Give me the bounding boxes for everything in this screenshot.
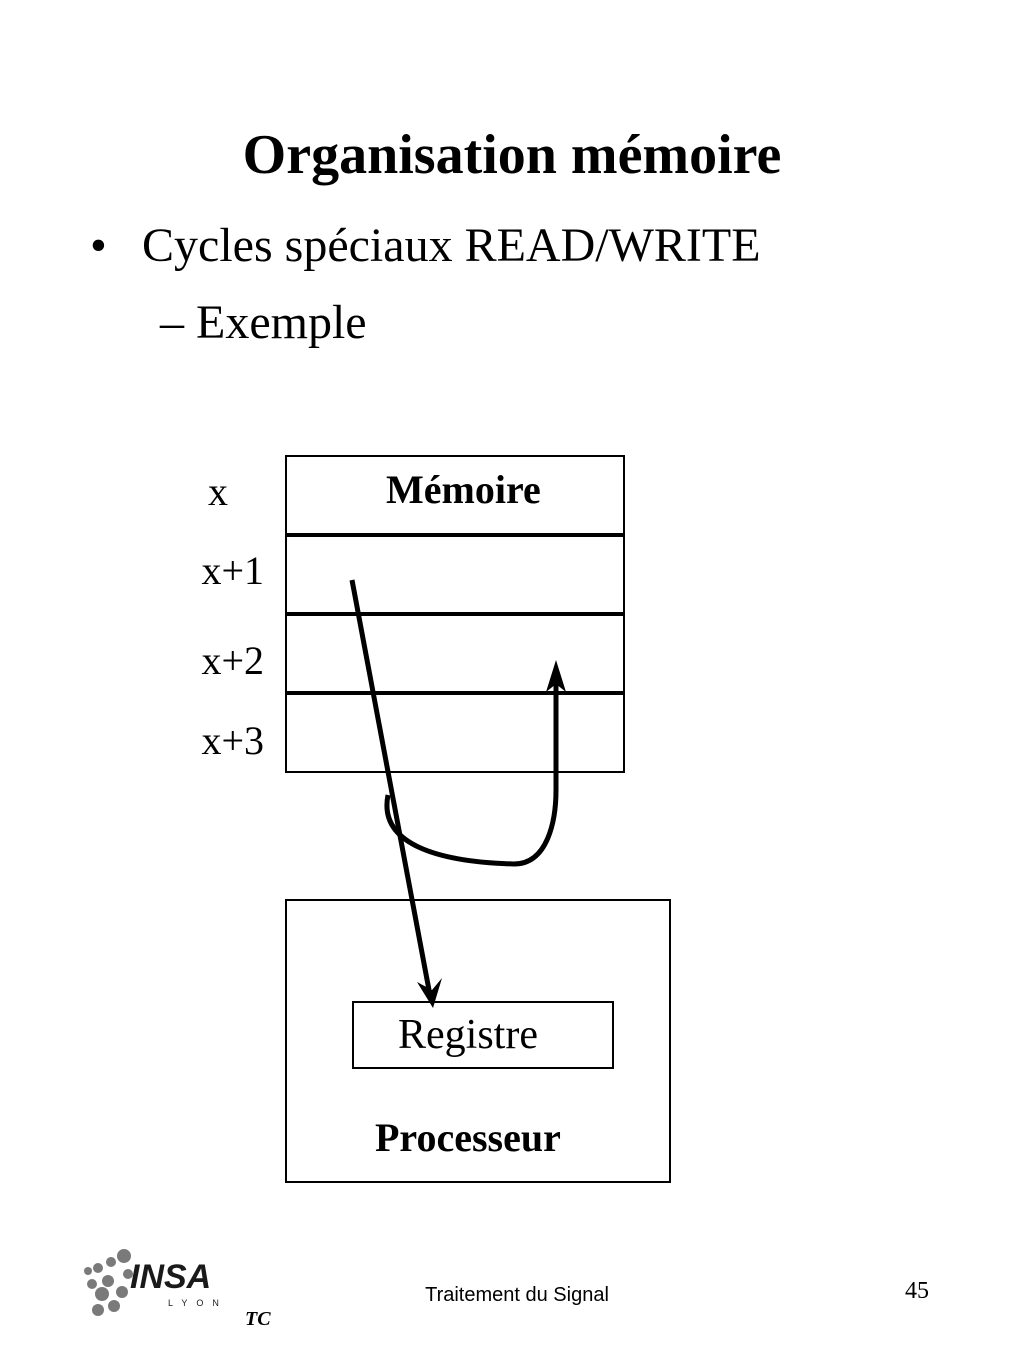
- sub-bullet-item: – Exemple: [160, 296, 367, 349]
- write-arrow-curve: [384, 682, 559, 867]
- read-arrowhead: [417, 978, 442, 1008]
- register-label: Registre: [398, 1012, 538, 1058]
- address-x2: x+2: [201, 638, 264, 683]
- department-label: TC: [245, 1308, 271, 1330]
- bullet-text: Cycles spéciaux READ/WRITE: [142, 219, 761, 272]
- bullet-item: • Cycles spéciaux READ/WRITE: [90, 218, 761, 274]
- bullet-mark: •: [90, 219, 107, 272]
- register-box: [352, 1001, 614, 1069]
- footer-title: Traitement du Signal: [425, 1284, 609, 1306]
- memory-label: Mémoire: [386, 467, 541, 512]
- page-number: 45: [905, 1278, 929, 1304]
- insa-logo-text: INSA: [130, 1258, 211, 1296]
- address-x1: x+1: [201, 548, 264, 593]
- memory-cell-x3: [285, 693, 625, 773]
- processor-box: [285, 899, 671, 1183]
- insa-logo: INSA LYON: [78, 1248, 238, 1320]
- insa-logo-subtext: LYON: [168, 1298, 228, 1308]
- memory-cell-x: [285, 455, 625, 535]
- write-arrowhead: [546, 660, 566, 692]
- memory-cell-x1: [285, 535, 625, 614]
- slide-title: Organisation mémoire: [242, 124, 782, 186]
- read-arrow-line: [349, 579, 432, 991]
- insa-logo-graphic: INSA LYON: [84, 1249, 228, 1316]
- memory-cell-x2: [285, 614, 625, 693]
- address-x: x: [208, 469, 228, 514]
- processor-label: Processeur: [375, 1115, 561, 1160]
- address-x3: x+3: [201, 718, 264, 763]
